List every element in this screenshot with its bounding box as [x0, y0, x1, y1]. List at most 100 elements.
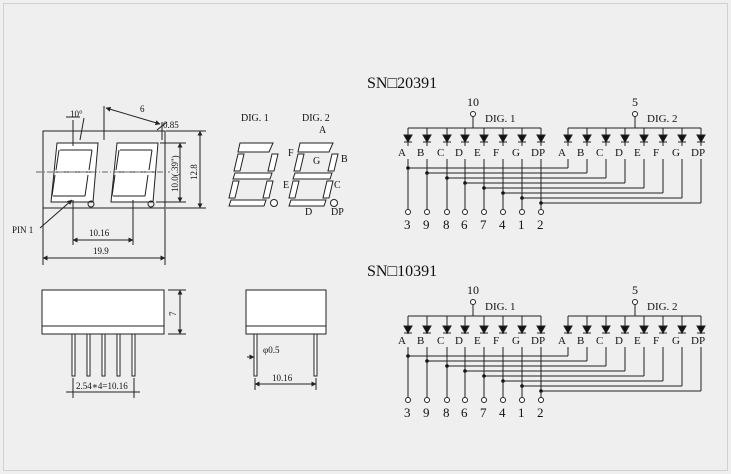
pin-number: 7	[480, 217, 487, 232]
segment-label: F	[493, 335, 499, 347]
pin-number: 6	[461, 405, 468, 420]
top-view	[36, 106, 206, 265]
digit-label: DIG. 2	[647, 301, 678, 313]
side-view-labels: 7 2.54∗4=10.16	[76, 311, 178, 391]
segment-label: B	[417, 335, 424, 347]
pin-number: 9	[423, 217, 430, 232]
segment-label: A	[398, 335, 406, 347]
pin-number: 9	[423, 405, 430, 420]
segment-label: F	[493, 147, 499, 159]
segment-label: B	[417, 147, 424, 159]
led-diode	[498, 134, 508, 144]
pin-terminal	[462, 397, 468, 403]
pin-terminal	[462, 209, 468, 215]
segment-label: G	[672, 335, 680, 347]
led-diode	[460, 134, 470, 144]
led-diode	[479, 325, 489, 335]
dig1-label: DIG. 1	[241, 113, 269, 124]
pin-terminal	[424, 209, 430, 215]
segment-label: D	[615, 147, 623, 159]
seg-e-label: E	[283, 180, 289, 191]
pin-terminal	[481, 209, 487, 215]
segment-label: C	[437, 147, 444, 159]
pin-terminal	[481, 397, 487, 403]
led-diode	[422, 325, 432, 335]
led-diode	[677, 325, 687, 335]
segment-label: A	[398, 147, 406, 159]
led-diode	[677, 134, 687, 144]
pin-number: 3	[404, 217, 411, 232]
led-diode	[696, 134, 706, 144]
top-view-digit-1	[50, 142, 99, 208]
segment-label: D	[615, 335, 623, 347]
segment-labels: DIG. 1 DIG. 2 A B C D E F G DP	[241, 113, 348, 218]
segment-label: E	[474, 147, 481, 159]
pin-terminal	[538, 397, 544, 403]
pin-number: 8	[443, 217, 450, 232]
row-spacing-label: 10.16	[272, 373, 293, 383]
common-pin-number: 10	[467, 283, 479, 297]
common-pin-terminal	[632, 111, 638, 117]
pin-terminal	[500, 397, 506, 403]
led-diode	[403, 325, 413, 335]
segment-label: G	[512, 147, 520, 159]
body-height-label: 12.8	[189, 164, 199, 180]
common-pin-number: 5	[632, 283, 638, 297]
led-diode	[517, 134, 527, 144]
led-diode	[536, 134, 546, 144]
led-diode	[620, 134, 630, 144]
led-diode	[517, 325, 527, 335]
led-diode	[696, 325, 706, 335]
segment-label: B	[577, 147, 584, 159]
top-view-labels: 10° 6 0.85 10.0(.39") 12.8 PIN 1 10.16 1…	[12, 104, 199, 256]
pin-number: 3	[404, 405, 411, 420]
pin-number: 2	[537, 405, 544, 420]
pin-number: 6	[461, 217, 468, 232]
segment-label: E	[474, 335, 481, 347]
led-diode	[658, 325, 668, 335]
seg-a-label: A	[319, 125, 327, 136]
end-view-labels: φ0.5 10.16	[263, 345, 293, 383]
led-diode	[563, 325, 573, 335]
led-diode	[639, 325, 649, 335]
segment-label: D	[455, 147, 463, 159]
digit-label: DIG. 1	[485, 301, 516, 313]
top-view-digit-2	[110, 142, 159, 208]
digit-label: DIG. 2	[647, 113, 678, 125]
pin-terminal	[519, 397, 525, 403]
led-diode	[563, 134, 573, 144]
digit-pitch-label: 10.16	[89, 228, 110, 238]
pin-number: 1	[518, 217, 525, 232]
pin-terminal	[538, 209, 544, 215]
segment-label: DP	[531, 147, 545, 159]
seg-d-label: D	[305, 207, 312, 218]
led-diode	[582, 134, 592, 144]
pin-terminal	[444, 397, 450, 403]
segment-label: F	[653, 335, 659, 347]
end-view	[245, 289, 327, 390]
pin-terminal	[500, 209, 506, 215]
pin-terminal	[444, 209, 450, 215]
segment-label: C	[437, 335, 444, 347]
pin-terminal	[519, 209, 525, 215]
led-diode	[582, 325, 592, 335]
schematic-title: SN□20391	[367, 75, 437, 92]
digit-label: DIG. 1	[485, 113, 516, 125]
segment-label: A	[558, 147, 566, 159]
pin1-label: PIN 1	[12, 225, 33, 235]
seg-c-label: C	[334, 180, 341, 191]
side-height-label: 7	[168, 311, 178, 316]
segment-label: A	[558, 335, 566, 347]
common-pin-terminal	[632, 299, 638, 305]
led-diode	[422, 134, 432, 144]
angle-label: 10°	[70, 109, 83, 119]
schematic-title: SN□10391	[367, 263, 437, 280]
segment-label: C	[596, 147, 603, 159]
segment-label: DP	[531, 335, 545, 347]
led-diode	[620, 325, 630, 335]
pin-terminal	[405, 397, 411, 403]
